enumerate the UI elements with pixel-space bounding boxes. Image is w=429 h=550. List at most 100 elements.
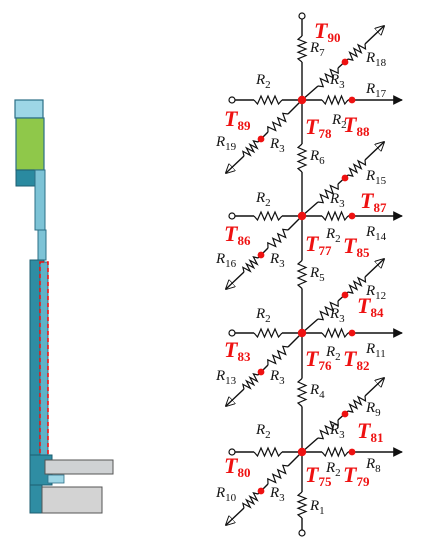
tnode-t89: T89: [224, 106, 251, 133]
label-r13: R13: [215, 368, 237, 387]
tnode-t76: T76: [305, 346, 332, 373]
resistor-r1: [296, 491, 308, 519]
label-r3-row2: R3: [329, 191, 345, 210]
tnode-t88: T88: [343, 112, 370, 139]
label-r15: R15: [365, 168, 387, 187]
row1-upper-node: [341, 58, 349, 66]
network-nodes: [257, 58, 356, 495]
tnode-t79: T79: [343, 462, 370, 489]
label-r8: R8: [365, 456, 381, 475]
label-r4: R4: [309, 382, 325, 401]
tnode-t81: T81: [357, 418, 383, 445]
row2-lower-node: [257, 251, 265, 259]
row3-right-node: [348, 329, 356, 337]
row2-resistor-r3-down: [267, 228, 289, 249]
row2-resistor-r2-right: [321, 210, 349, 222]
row3-upper-node: [341, 291, 349, 299]
label-r10: R10: [215, 485, 237, 504]
label-r2-top-left: R2: [255, 72, 271, 91]
row2-resistor-r3-up: [317, 183, 339, 204]
row3-resistor-r2-left: [253, 327, 283, 339]
tnode-t75: T75: [305, 462, 332, 489]
row1-right-node: [348, 96, 356, 104]
row4-lower-node: [257, 487, 265, 495]
label-r2-row4-right: R2: [325, 460, 341, 479]
row4-resistor-r2-left: [253, 446, 283, 458]
base-plate: [44, 459, 114, 475]
tnode-t85: T85: [343, 233, 370, 260]
label-r2-top-right: R2: [331, 112, 347, 131]
tnode-t87: T87: [360, 188, 387, 215]
row4-upper-node: [341, 410, 349, 418]
label-r14: R14: [365, 224, 387, 243]
row2-center-node: [297, 211, 307, 221]
cross-section-drawing: [14, 99, 114, 514]
row4-resistor-r2-right: [321, 446, 349, 458]
row4-resistor-up-outer: [347, 395, 367, 413]
row2-resistor-up-outer: [347, 159, 367, 177]
label-r16: R16: [215, 251, 237, 270]
row3-diag-up-arrow: [364, 259, 384, 278]
label-r2-row3-right: R2: [325, 344, 341, 363]
label-r5: R5: [309, 265, 325, 284]
resistor-r6: [296, 143, 308, 173]
row4-resistor-r3-down: [267, 464, 289, 485]
label-r1: R1: [309, 498, 325, 517]
row1-center-node: [297, 95, 307, 105]
tnode-t83: T83: [224, 337, 251, 364]
label-r18: R18: [365, 50, 387, 69]
row4-diag-up-arrow: [364, 378, 384, 397]
tnode-t86: T86: [224, 221, 251, 248]
resistor-r7: [296, 35, 308, 63]
label-r9: R9: [365, 400, 381, 419]
foot-block: [41, 486, 103, 514]
tnode-t78: T78: [305, 114, 332, 141]
label-r2-row2-left: R2: [255, 190, 271, 209]
spine-bottom-terminal: [298, 529, 306, 537]
label-r3-top-left: R3: [269, 136, 285, 155]
row3-center-node: [297, 328, 307, 338]
row2-diag-down-arrow: [226, 271, 245, 289]
row4-resistor-r3-up: [317, 419, 339, 440]
row3-resistor-r3-up: [317, 300, 339, 321]
row1-resistor-up-outer: [347, 43, 367, 61]
row3-resistor-r2-right: [321, 327, 349, 339]
row3-left-terminal: [228, 329, 236, 337]
label-r17: R17: [365, 81, 387, 100]
label-r2-row2-right: R2: [325, 226, 341, 245]
row3-resistor-up-outer: [347, 276, 367, 294]
tnode-t80: T80: [224, 453, 250, 480]
label-r3-row4-left: R3: [269, 485, 285, 504]
label-r19: R19: [215, 134, 237, 153]
label-r3-top: R3: [329, 72, 345, 91]
green-block: [15, 117, 45, 171]
row2-right-node: [348, 212, 356, 220]
tnode-t82: T82: [343, 346, 369, 373]
label-r3-row3-left: R3: [269, 368, 285, 387]
row1-diag-down-arrow: [226, 155, 245, 173]
label-r6: R6: [309, 148, 325, 167]
resistor-r4: [296, 378, 308, 407]
row1-resistor-r3-down: [267, 112, 289, 133]
label-r11: R11: [365, 341, 386, 360]
row2-resistor-r2-left: [253, 210, 283, 222]
row1-lower-node: [257, 135, 265, 143]
spine-top-terminal: [298, 12, 306, 20]
row1-left-terminal: [228, 96, 236, 104]
row2-upper-node: [341, 174, 349, 182]
label-r12: R12: [365, 283, 386, 302]
label-r2-row4-left: R2: [255, 422, 271, 441]
row4-right-node: [348, 448, 356, 456]
row4-center-node: [297, 447, 307, 457]
label-r3-row2-left: R3: [269, 251, 285, 270]
label-r3-row3: R3: [329, 306, 345, 325]
row1-resistor-r3-up: [317, 67, 339, 88]
tnode-t90: T90: [314, 18, 340, 45]
label-r2-row3-left: R2: [255, 306, 271, 325]
row3-resistor-r3-down: [267, 345, 289, 366]
row1-resistor-down-outer: [242, 140, 259, 157]
dashed-outline: [39, 261, 49, 459]
tnode-t84: T84: [357, 293, 384, 320]
